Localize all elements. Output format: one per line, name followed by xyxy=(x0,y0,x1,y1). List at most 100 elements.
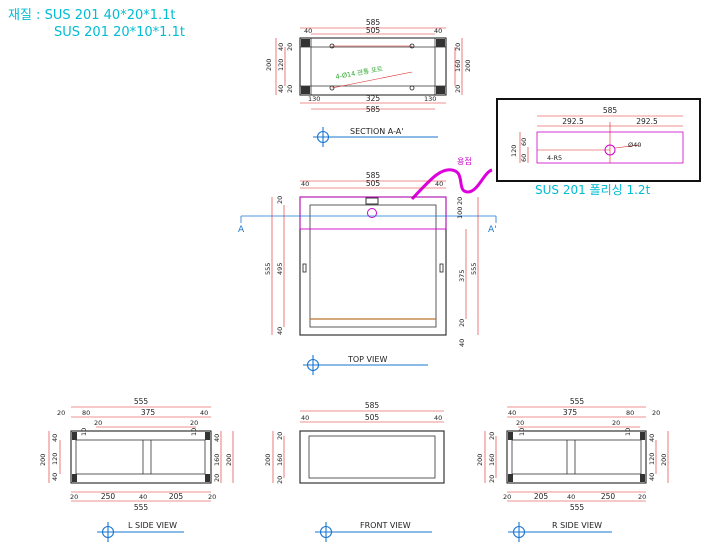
r-dim-20-left-top: 20 xyxy=(488,432,496,440)
section-dim-130-left: 130 xyxy=(308,95,320,103)
front-frame xyxy=(299,430,445,484)
r-dim-20-a: 20 xyxy=(652,409,660,417)
section-corner xyxy=(301,39,310,47)
l-dim-120: 120 xyxy=(51,453,59,465)
l-dim-555-top: 555 xyxy=(134,397,149,406)
r-dim-20-bottom-left: 20 xyxy=(503,493,511,501)
l-dim-375: 375 xyxy=(141,408,156,417)
weld-leader: 용접 xyxy=(410,156,493,201)
top-dim-375: 375 xyxy=(458,270,466,282)
top-dim-100: 100 xyxy=(456,207,464,219)
top-dim-40-left-bottom: 40 xyxy=(276,327,284,335)
section-note: 4-Ø14 관통 포트 xyxy=(335,64,384,81)
l-dim-40-left-b: 40 xyxy=(51,473,59,481)
r-dim-10-b: 10 xyxy=(624,428,632,436)
material-note: 재질 : SUS 201 40*20*1.1t SUS 201 20*10*1.… xyxy=(8,8,185,40)
l-dim-20-right: 20 xyxy=(213,474,221,482)
r-dim-160: 160 xyxy=(488,454,496,466)
top-dim-555-left: 555 xyxy=(264,263,272,275)
l-dim-200-right: 200 xyxy=(225,454,233,466)
l-dim-205: 205 xyxy=(169,492,184,501)
front-label-group: FRONT VIEW xyxy=(315,521,432,542)
section-dim-20-d: 20 xyxy=(454,85,462,93)
l-dim-80: 80 xyxy=(82,409,90,417)
r-dim-555-top: 555 xyxy=(570,397,585,406)
l-dim-20-bottom: 20 xyxy=(70,493,78,501)
section-dim-40-right: 40 xyxy=(434,27,442,35)
section-label: SECTION A-A' xyxy=(350,127,403,136)
weld-label: 용접 xyxy=(457,156,472,166)
l-dim-40-left-a: 40 xyxy=(51,434,59,442)
l-side-label-group: L SIDE VIEW xyxy=(97,521,184,542)
top-dim-40-right-bottom: 40 xyxy=(458,339,466,347)
section-dim-40-b: 40 xyxy=(277,85,285,93)
r-dim-10-a: 10 xyxy=(518,428,526,436)
l-side-label: L SIDE VIEW xyxy=(128,521,177,530)
r-side-frame xyxy=(506,430,647,484)
r-dim-120: 120 xyxy=(648,453,656,465)
l-dim-555-bottom: 555 xyxy=(134,503,149,512)
front-dim-160: 160 xyxy=(276,454,284,466)
l-dim-10-a: 10 xyxy=(80,428,88,436)
detail-dim-585: 585 xyxy=(603,106,618,115)
l-dim-20-c: 20 xyxy=(190,419,198,427)
top-dim-20-left: 20 xyxy=(276,196,284,204)
r-dim-20-bottom-right: 20 xyxy=(638,493,646,501)
r-dim-40-top: 40 xyxy=(508,409,516,417)
section-dim-160: 160 xyxy=(454,60,462,72)
top-dim-20-right-top: 20 xyxy=(456,197,464,205)
detail-dim-292-right: 292.5 xyxy=(636,117,658,126)
section-dim-20-a: 20 xyxy=(286,43,294,51)
detail-dim-120: 120 xyxy=(510,145,518,157)
section-dim-200-left: 200 xyxy=(265,59,273,71)
section-dim-505: 505 xyxy=(366,26,381,35)
top-view-label: TOP VIEW xyxy=(347,355,387,364)
r-side-view: 555 40 375 80 20 20 20 20 205 40 250 20 … xyxy=(476,397,669,542)
l-side-frame xyxy=(70,430,212,484)
l-dim-160: 160 xyxy=(213,454,221,466)
l-dim-10-b: 10 xyxy=(190,428,198,436)
section-dim-200-right: 200 xyxy=(464,60,472,72)
l-dim-200: 200 xyxy=(39,454,47,466)
detail-hole-label: Ø40 xyxy=(628,141,641,149)
detail-box: 585 292.5 292.5 120 60 60 Ø40 4-R5 SUS 2… xyxy=(496,98,701,197)
l-dim-40-top: 40 xyxy=(200,409,208,417)
r-dim-40-bottom: 40 xyxy=(567,493,575,501)
material-title: 재질 : SUS 201 40*20*1.1t xyxy=(8,8,176,23)
weld-line xyxy=(410,168,493,201)
top-dim-585: 585 xyxy=(366,171,381,180)
section-dim-20-c: 20 xyxy=(454,43,462,51)
detail-slot-label: 4-R5 xyxy=(547,154,562,162)
front-dim-200: 200 xyxy=(264,454,272,466)
r-dim-40-right-a: 40 xyxy=(648,434,656,442)
l-dim-20-b: 20 xyxy=(94,419,102,427)
l-dim-20-bottom-right: 20 xyxy=(208,493,216,501)
r-side-label-group: R SIDE VIEW xyxy=(508,521,612,542)
section-dim-40-a: 40 xyxy=(277,43,285,51)
section-view: 4-Ø14 관통 포트 585 505 40 40 325 585 130 13… xyxy=(265,18,472,147)
detail-caption: SUS 201 폴리싱 1.2t xyxy=(535,183,651,197)
section-dim-130-right: 130 xyxy=(424,95,436,103)
r-dim-205: 205 xyxy=(534,492,549,501)
detail-frame xyxy=(496,98,701,182)
material-line2: SUS 201 20*10*1.1t xyxy=(54,25,185,40)
top-view: A A' 585 40 505 40 555 495 20 40 20 100 … xyxy=(238,171,497,375)
front-dim-40-right: 40 xyxy=(434,414,442,422)
section-dim-20-b: 20 xyxy=(286,85,294,93)
front-dim-505: 505 xyxy=(365,413,380,422)
r-dim-20-c: 20 xyxy=(612,419,620,427)
front-dim-40-left: 40 xyxy=(301,414,309,422)
r-dim-555-bottom: 555 xyxy=(570,503,585,512)
detail-dim-60-b: 60 xyxy=(520,154,528,162)
section-dim-120: 120 xyxy=(277,59,285,71)
detail-dim-292-left: 292.5 xyxy=(562,117,584,126)
front-dim-20-top: 20 xyxy=(276,432,284,440)
l-side-view: 555 20 80 375 40 20 20 20 250 40 205 20 … xyxy=(39,397,234,542)
front-dim-20-bottom: 20 xyxy=(276,476,284,484)
section-mark-a: A xyxy=(238,225,245,235)
l-dim-40-bottom: 40 xyxy=(139,493,147,501)
section-dim-585-bottom: 585 xyxy=(366,105,381,114)
top-dim-40-right: 40 xyxy=(435,180,443,188)
r-dim-40-right-b: 40 xyxy=(648,473,656,481)
